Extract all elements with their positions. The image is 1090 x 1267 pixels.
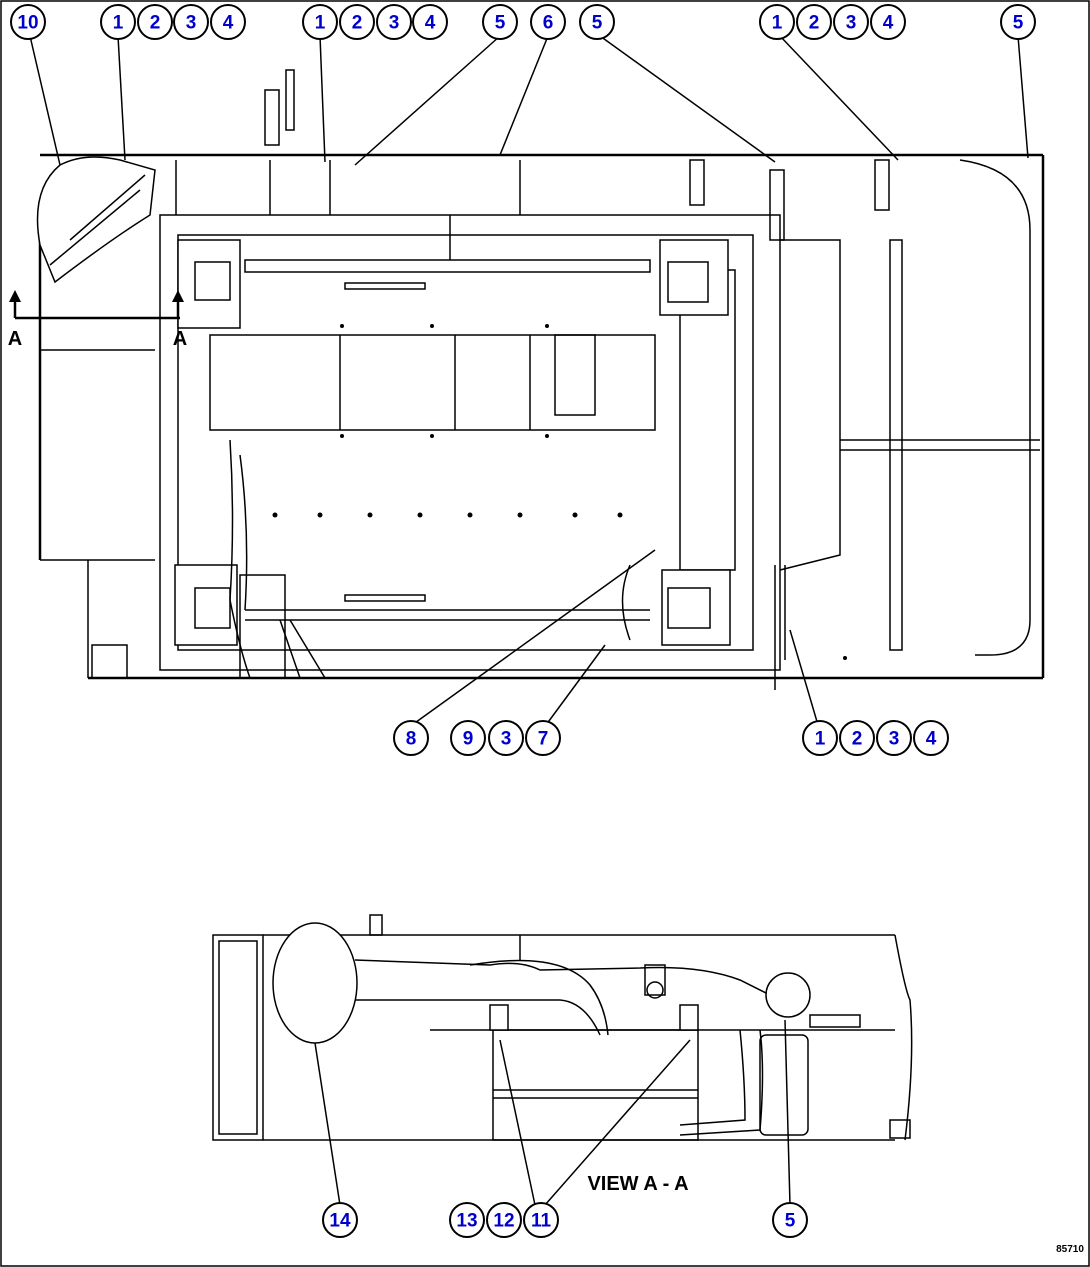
callout-number: 6 xyxy=(543,13,554,34)
callout-number: 2 xyxy=(352,13,363,34)
callout-4: 4 xyxy=(870,4,906,40)
callout-number: 3 xyxy=(389,13,400,34)
callout-number: 12 xyxy=(493,1211,514,1232)
callout-7: 7 xyxy=(525,720,561,756)
callout-number: 3 xyxy=(846,13,857,34)
callout-number: 1 xyxy=(772,13,783,34)
callout-11: 11 xyxy=(523,1202,559,1238)
callout-number: 3 xyxy=(186,13,197,34)
callouts-top-row: 10 1 2 3 4 1 2 3 4 5 6 5 1 2 3 4 5 xyxy=(10,4,1036,40)
drawing-number: 85710 xyxy=(1056,1244,1084,1255)
callout-number: 5 xyxy=(495,13,506,34)
callout-number: 4 xyxy=(425,13,436,34)
callout-number: 3 xyxy=(501,729,512,750)
callout-4: 4 xyxy=(412,4,448,40)
callout-number: 13 xyxy=(456,1211,477,1232)
callout-2: 2 xyxy=(137,4,173,40)
callout-3: 3 xyxy=(376,4,412,40)
callout-number: 2 xyxy=(150,13,161,34)
callout-number: 11 xyxy=(531,1211,552,1232)
callout-10: 10 xyxy=(10,4,46,40)
callout-3: 3 xyxy=(173,4,209,40)
callout-number: 5 xyxy=(592,13,603,34)
leader-lines xyxy=(29,35,1029,1206)
callout-5: 5 xyxy=(772,1202,808,1238)
callout-number: 8 xyxy=(406,729,417,750)
callout-14: 14 xyxy=(322,1202,358,1238)
callout-number: 7 xyxy=(538,729,549,750)
callout-3: 3 xyxy=(876,720,912,756)
callout-4: 4 xyxy=(913,720,949,756)
callout-number: 1 xyxy=(113,13,124,34)
callout-4: 4 xyxy=(210,4,246,40)
callout-1: 1 xyxy=(100,4,136,40)
callout-number: 4 xyxy=(883,13,894,34)
callout-number: 10 xyxy=(17,13,38,34)
callout-number: 4 xyxy=(926,729,937,750)
callout-number: 2 xyxy=(852,729,863,750)
callout-2: 2 xyxy=(796,4,832,40)
callout-12: 12 xyxy=(486,1202,522,1238)
callouts-mid-row: 8 9 3 7 1 2 3 4 xyxy=(393,720,949,756)
callout-9: 9 xyxy=(450,720,486,756)
callout-number: 4 xyxy=(223,13,234,34)
callouts-bottom-row: 14 13 12 11 5 xyxy=(322,1202,808,1238)
top-view: A A xyxy=(8,69,1045,690)
callout-5: 5 xyxy=(1000,4,1036,40)
callout-number: 3 xyxy=(889,729,900,750)
callout-6: 6 xyxy=(530,4,566,40)
callout-number: 2 xyxy=(809,13,820,34)
callout-1: 1 xyxy=(759,4,795,40)
callout-number: 1 xyxy=(315,13,326,34)
callout-number: 5 xyxy=(1013,13,1024,34)
view-a-a: VIEW A - A xyxy=(212,914,913,1195)
callout-3: 3 xyxy=(833,4,869,40)
callout-5: 5 xyxy=(482,4,518,40)
callout-3: 3 xyxy=(488,720,524,756)
callout-1: 1 xyxy=(802,720,838,756)
callout-number: 9 xyxy=(463,729,474,750)
callout-2: 2 xyxy=(339,4,375,40)
section-marker-left: A xyxy=(8,328,22,350)
callout-8: 8 xyxy=(393,720,429,756)
callout-number: 5 xyxy=(785,1211,796,1232)
callout-number: 1 xyxy=(815,729,826,750)
callout-13: 13 xyxy=(449,1202,485,1238)
callout-2: 2 xyxy=(839,720,875,756)
callout-1: 1 xyxy=(302,4,338,40)
section-marker-right: A xyxy=(173,328,187,350)
callout-number: 14 xyxy=(329,1211,351,1232)
callout-5: 5 xyxy=(579,4,615,40)
view-label: VIEW A - A xyxy=(587,1173,688,1195)
